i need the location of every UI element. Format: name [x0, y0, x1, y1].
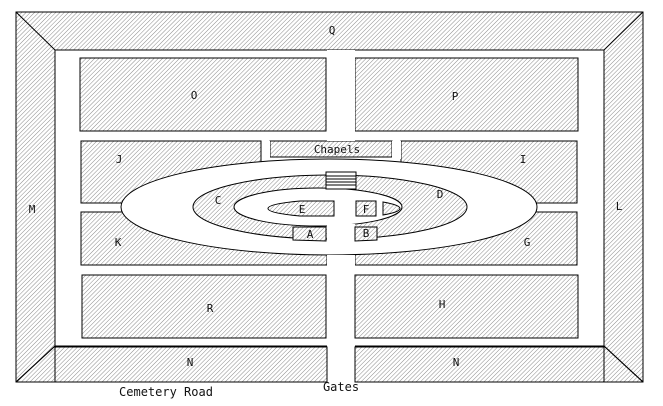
label-f: F — [363, 203, 370, 216]
label-b: B — [363, 227, 370, 240]
label-p: P — [452, 90, 459, 103]
section-n-right[interactable] — [354, 346, 605, 383]
section-r[interactable] — [81, 274, 327, 339]
section-p[interactable] — [354, 57, 579, 132]
label-o: O — [191, 89, 198, 102]
section-h[interactable] — [354, 274, 579, 339]
central-avenue-top — [327, 50, 355, 141]
label-i: I — [520, 153, 527, 166]
bevel-top-right — [603, 11, 644, 51]
label-q: Q — [329, 24, 336, 37]
label-gates: Gates — [323, 380, 359, 394]
label-j: J — [116, 153, 123, 166]
label-h: H — [439, 298, 446, 311]
label-e: E — [299, 203, 306, 216]
label-a: A — [307, 228, 314, 241]
label-m: M — [29, 203, 36, 216]
label-n-left: N — [187, 356, 194, 369]
section-f[interactable] — [355, 200, 377, 217]
section-a[interactable] — [292, 226, 327, 242]
label-g: G — [524, 236, 531, 249]
bevel-top-left — [15, 11, 56, 51]
central-avenue-bottom — [327, 255, 355, 385]
label-k: K — [115, 236, 122, 249]
steps — [325, 171, 357, 190]
section-n-left[interactable] — [54, 346, 328, 383]
label-d: D — [437, 188, 444, 201]
section-b[interactable] — [354, 226, 378, 242]
section-e[interactable] — [267, 200, 335, 217]
section-o[interactable] — [79, 57, 327, 132]
label-r: R — [207, 302, 214, 315]
label-c: C — [215, 194, 222, 207]
label-chapels: Chapels — [314, 143, 360, 156]
label-n-right: N — [453, 356, 460, 369]
label-cemetery-road: Cemetery Road — [119, 385, 213, 399]
section-f-tail[interactable] — [382, 201, 401, 216]
label-l: L — [616, 200, 623, 213]
